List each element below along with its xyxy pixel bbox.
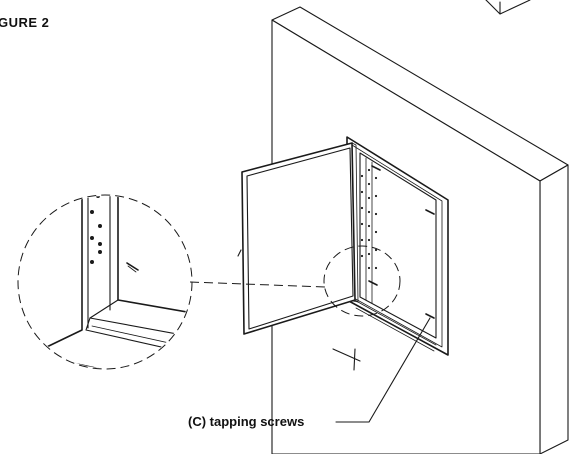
figure-label: GURE 2 xyxy=(0,15,49,30)
detail-callout-circle xyxy=(323,245,401,317)
wall-cabinet xyxy=(346,136,449,356)
tapping-screws-label: (C) tapping screws xyxy=(188,414,304,429)
tapping-screws-leader xyxy=(335,317,431,423)
door-hinge-line xyxy=(353,348,356,371)
tapping-screw-slots xyxy=(368,165,435,319)
open-door xyxy=(237,142,359,335)
frame-holes xyxy=(360,168,378,270)
top-right-box-fragment xyxy=(485,0,531,15)
cabinet-bottom-edge xyxy=(332,348,361,362)
detail-leader-line xyxy=(189,281,326,288)
wall xyxy=(271,6,569,454)
magnified-detail xyxy=(17,194,193,370)
